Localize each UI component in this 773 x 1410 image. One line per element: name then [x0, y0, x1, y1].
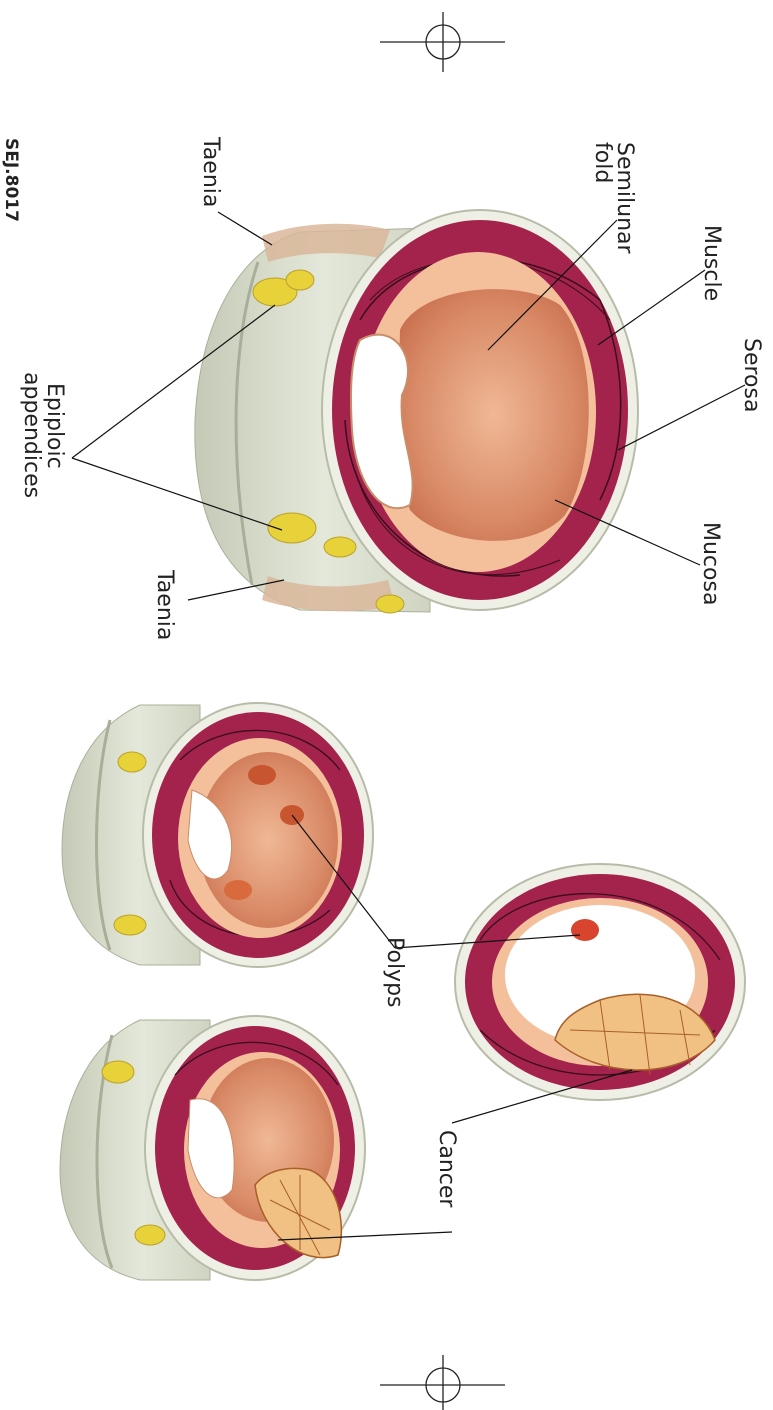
polyp	[224, 880, 252, 900]
cancer-colon-segment-2	[60, 1016, 365, 1280]
label-taenia-top: Taenia	[198, 136, 223, 207]
polyp	[571, 919, 599, 941]
label-semilunar-fold-2: fold	[590, 142, 615, 183]
label-cancer: Cancer	[434, 1130, 459, 1208]
label-serosa: Serosa	[739, 338, 764, 412]
label-muscle: Muscle	[699, 225, 724, 301]
registration-mark-bottom	[380, 1355, 505, 1410]
main-colon-segment	[195, 210, 638, 613]
cancer-colon-segment	[455, 864, 745, 1100]
lumen	[398, 289, 589, 541]
label-polyps: Polyps	[382, 937, 407, 1008]
label-taenia-bottom: Taenia	[152, 569, 177, 640]
label-epiploic-2: appendices	[19, 372, 44, 498]
polyp	[248, 765, 276, 785]
label-mucosa: Mucosa	[698, 522, 723, 605]
registration-mark-top	[380, 12, 505, 72]
polyps-colon-segment	[62, 703, 373, 967]
label-epiploic: Epiploic	[42, 383, 67, 469]
edge-code: SEJ.8017	[1, 138, 21, 222]
